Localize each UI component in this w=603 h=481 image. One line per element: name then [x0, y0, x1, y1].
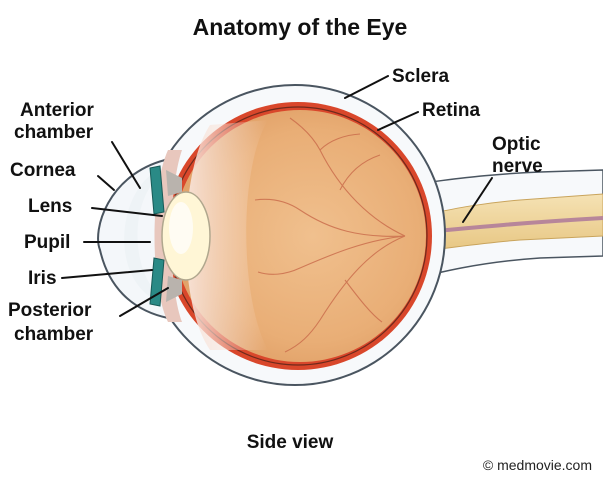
view-caption: Side view: [247, 432, 334, 453]
label-optic-nerve-line2: nerve: [492, 156, 543, 177]
label-iris: Iris: [28, 268, 57, 289]
label-anterior-chamber-line1: Anterior: [20, 100, 95, 121]
label-pupil: Pupil: [24, 232, 70, 253]
label-cornea: Cornea: [10, 160, 76, 181]
lens-highlight: [169, 202, 193, 254]
label-posterior-chamber-line1: Posterior: [8, 300, 92, 321]
label-anterior-chamber-line2: chamber: [14, 122, 94, 143]
label-retina: Retina: [422, 100, 481, 121]
label-lens: Lens: [28, 196, 72, 217]
label-optic-nerve-line1: Optic: [492, 134, 541, 155]
label-posterior-chamber-line2: chamber: [14, 324, 94, 345]
label-sclera: Sclera: [392, 66, 449, 87]
leader-sclera: [345, 76, 388, 98]
diagram-title: Anatomy of the Eye: [193, 14, 408, 40]
leader-cornea: [98, 176, 114, 190]
credit-text: © medmovie.com: [483, 457, 592, 473]
